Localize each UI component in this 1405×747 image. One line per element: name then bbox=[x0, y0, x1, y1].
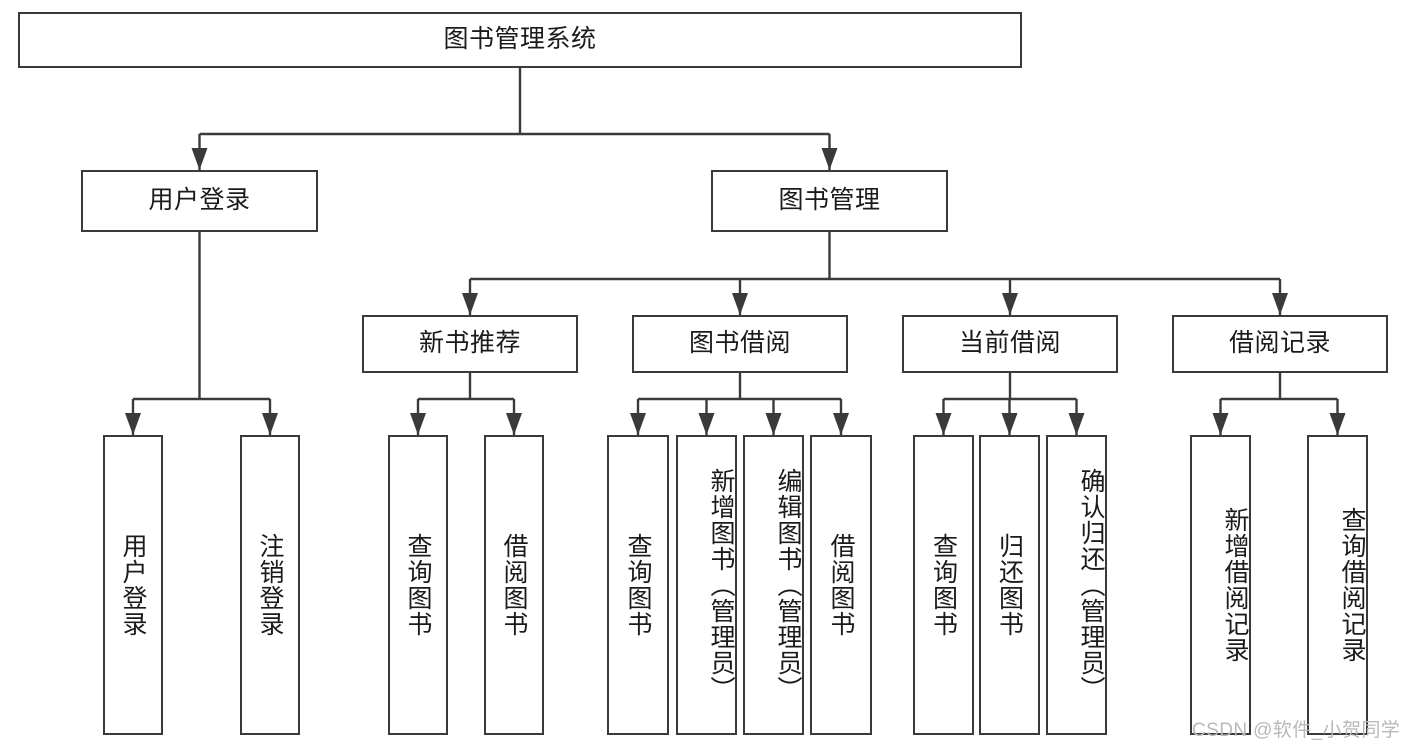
node-leaf-bb-edit[interactable]: 编辑图书（管理员） bbox=[743, 435, 804, 735]
node-label: 查询借阅记录 bbox=[1338, 507, 1366, 663]
node-new-book-rec[interactable]: 新书推荐 bbox=[362, 315, 578, 373]
node-label: 新增借阅记录 bbox=[1221, 507, 1249, 663]
arrowhead-icon bbox=[1272, 293, 1288, 315]
node-label: 归还图书 bbox=[995, 533, 1024, 637]
arrowhead-icon bbox=[821, 148, 838, 170]
node-label: 用户登录 bbox=[119, 533, 147, 637]
node-leaf-rec-query[interactable]: 查询图书 bbox=[388, 435, 448, 735]
node-root[interactable]: 图书管理系统 bbox=[18, 12, 1022, 68]
node-label: 编辑图书（管理员） bbox=[774, 468, 802, 702]
arrowhead-icon bbox=[1068, 413, 1085, 435]
arrowhead-icon bbox=[125, 413, 141, 435]
arrowhead-icon bbox=[698, 413, 715, 435]
node-leaf-cb-return[interactable]: 归还图书 bbox=[979, 435, 1040, 735]
node-label: 当前借阅 bbox=[958, 329, 1061, 358]
node-leaf-user-logout[interactable]: 注销登录 bbox=[240, 435, 300, 735]
node-book-borrow[interactable]: 图书借阅 bbox=[632, 315, 848, 373]
node-leaf-cb-confirm[interactable]: 确认归还（管理员） bbox=[1046, 435, 1107, 735]
node-leaf-bb-borrow[interactable]: 借阅图书 bbox=[810, 435, 872, 735]
arrowhead-icon bbox=[1212, 413, 1229, 435]
node-label: 图书管理系统 bbox=[443, 25, 597, 54]
arrowhead-icon bbox=[732, 293, 748, 315]
node-label: 用户登录 bbox=[148, 186, 251, 215]
node-label: 新书推荐 bbox=[418, 329, 521, 358]
arrowhead-icon bbox=[1001, 413, 1018, 435]
node-label: 图书管理 bbox=[778, 186, 881, 215]
node-leaf-rec-borrow[interactable]: 借阅图书 bbox=[484, 435, 544, 735]
arrowhead-icon bbox=[1329, 413, 1346, 435]
arrowhead-icon bbox=[506, 413, 522, 435]
node-label: 注销登录 bbox=[256, 533, 284, 637]
arrowhead-icon bbox=[935, 413, 952, 435]
arrowhead-icon bbox=[630, 413, 646, 435]
arrowhead-icon bbox=[191, 148, 208, 170]
node-label: 借阅记录 bbox=[1228, 329, 1331, 358]
node-leaf-bb-query[interactable]: 查询图书 bbox=[607, 435, 669, 735]
node-user-login[interactable]: 用户登录 bbox=[81, 170, 318, 232]
node-label: 查询图书 bbox=[404, 533, 432, 637]
node-leaf-br-add[interactable]: 新增借阅记录 bbox=[1190, 435, 1251, 735]
node-leaf-bb-add[interactable]: 新增图书（管理员） bbox=[676, 435, 737, 735]
arrowhead-icon bbox=[765, 413, 782, 435]
node-book-mgmt[interactable]: 图书管理 bbox=[711, 170, 948, 232]
arrowhead-icon bbox=[833, 413, 849, 435]
node-label: 借阅图书 bbox=[827, 533, 855, 637]
node-current-borrow[interactable]: 当前借阅 bbox=[902, 315, 1118, 373]
watermark: CSDN @软件_小贺同学 bbox=[1192, 720, 1401, 741]
node-label: 确认归还（管理员） bbox=[1077, 468, 1105, 702]
node-borrow-record[interactable]: 借阅记录 bbox=[1172, 315, 1388, 373]
node-label: 查询图书 bbox=[624, 533, 652, 637]
arrowhead-icon bbox=[1002, 293, 1018, 315]
arrowhead-icon bbox=[262, 413, 278, 435]
node-leaf-user-login[interactable]: 用户登录 bbox=[103, 435, 163, 735]
node-leaf-br-query[interactable]: 查询借阅记录 bbox=[1307, 435, 1368, 735]
arrowhead-icon bbox=[462, 293, 478, 315]
arrowhead-icon bbox=[410, 413, 426, 435]
node-label: 借阅图书 bbox=[500, 533, 528, 637]
node-label: 查询图书 bbox=[929, 533, 958, 637]
node-label: 新增图书（管理员） bbox=[707, 468, 735, 702]
node-label: 图书借阅 bbox=[688, 329, 791, 358]
node-leaf-cb-query[interactable]: 查询图书 bbox=[913, 435, 974, 735]
